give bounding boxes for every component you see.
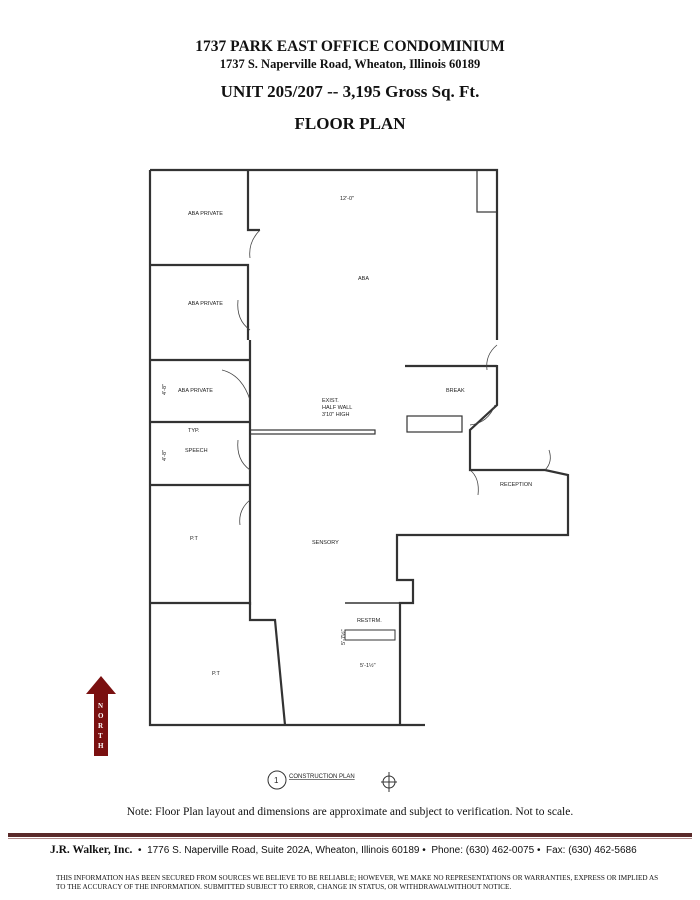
svg-text:N: N: [98, 702, 103, 710]
room-label: P.T: [190, 536, 198, 542]
dimension: 5'-7½": [340, 629, 347, 645]
svg-text:H: H: [98, 742, 104, 750]
divider: [8, 838, 692, 839]
room-label: BREAK: [446, 388, 465, 394]
dimension: 4'-8": [162, 450, 168, 461]
walls: [148, 168, 570, 727]
drawing-title-text: CONSTRUCTION PLAN: [289, 774, 355, 780]
svg-text:T: T: [98, 732, 103, 740]
property-address: 1737 S. Naperville Road, Wheaton, Illino…: [219, 57, 481, 71]
drawing-title: 1 CONSTRUCTION PLAN: [267, 770, 397, 792]
room-labels: ABA PRIVATE ABA PRIVATE ABA PRIVATE SPEE…: [162, 196, 532, 677]
property-title: 1737 PARK EAST OFFICE CONDOMINIUM: [195, 38, 505, 55]
room-label: RESTRM.: [357, 618, 382, 624]
half-wall-note: 3'10" HIGH: [322, 412, 349, 418]
half-wall-note: HALF WALL: [322, 405, 352, 411]
floor-plan: ABA PRIVATE ABA PRIVATE ABA PRIVATE SPEE…: [86, 168, 570, 792]
north-arrow-icon: N O R T H: [86, 676, 116, 756]
svg-text:R: R: [98, 722, 104, 730]
room-label: SENSORY: [312, 540, 339, 546]
footer-contact: J.R. Walker, Inc. • 1776 S. Naperville R…: [50, 844, 637, 856]
plan-title: FLOOR PLAN: [294, 114, 406, 133]
company-fax: Fax: (630) 462-5686: [546, 845, 637, 856]
half-wall-note: EXIST.: [322, 398, 339, 404]
drawing-number: 1: [274, 776, 279, 785]
legal-disclaimer: This information has been secured from s…: [56, 874, 659, 891]
room-label: P.T: [212, 671, 220, 677]
dimension: 5'-1½": [360, 662, 376, 669]
dimension: 12'-0": [340, 196, 354, 202]
room-label: SPEECH: [185, 448, 208, 454]
unit-size: UNIT 205/207 -- 3,195 Gross Sq. Ft.: [220, 82, 480, 101]
company-address: 1776 S. Naperville Road, Suite 202A, Whe…: [147, 845, 420, 856]
divider: [8, 833, 692, 837]
room-label: ABA PRIVATE: [178, 388, 213, 394]
room-label: ABA PRIVATE: [188, 211, 223, 217]
dimension: 4'-8": [162, 384, 168, 395]
disclaimer-note: Note: Floor Plan layout and dimensions a…: [126, 806, 574, 818]
room-label: ABA: [358, 276, 369, 282]
typ-note: TYP.: [188, 428, 200, 434]
svg-text:O: O: [98, 712, 104, 720]
company-phone: Phone: (630) 462-0075: [431, 845, 535, 856]
room-label: RECEPTION: [500, 482, 532, 488]
room-label: ABA PRIVATE: [188, 301, 223, 307]
company-name: J.R. Walker, Inc.: [50, 844, 133, 856]
door-swings: [221, 229, 551, 526]
